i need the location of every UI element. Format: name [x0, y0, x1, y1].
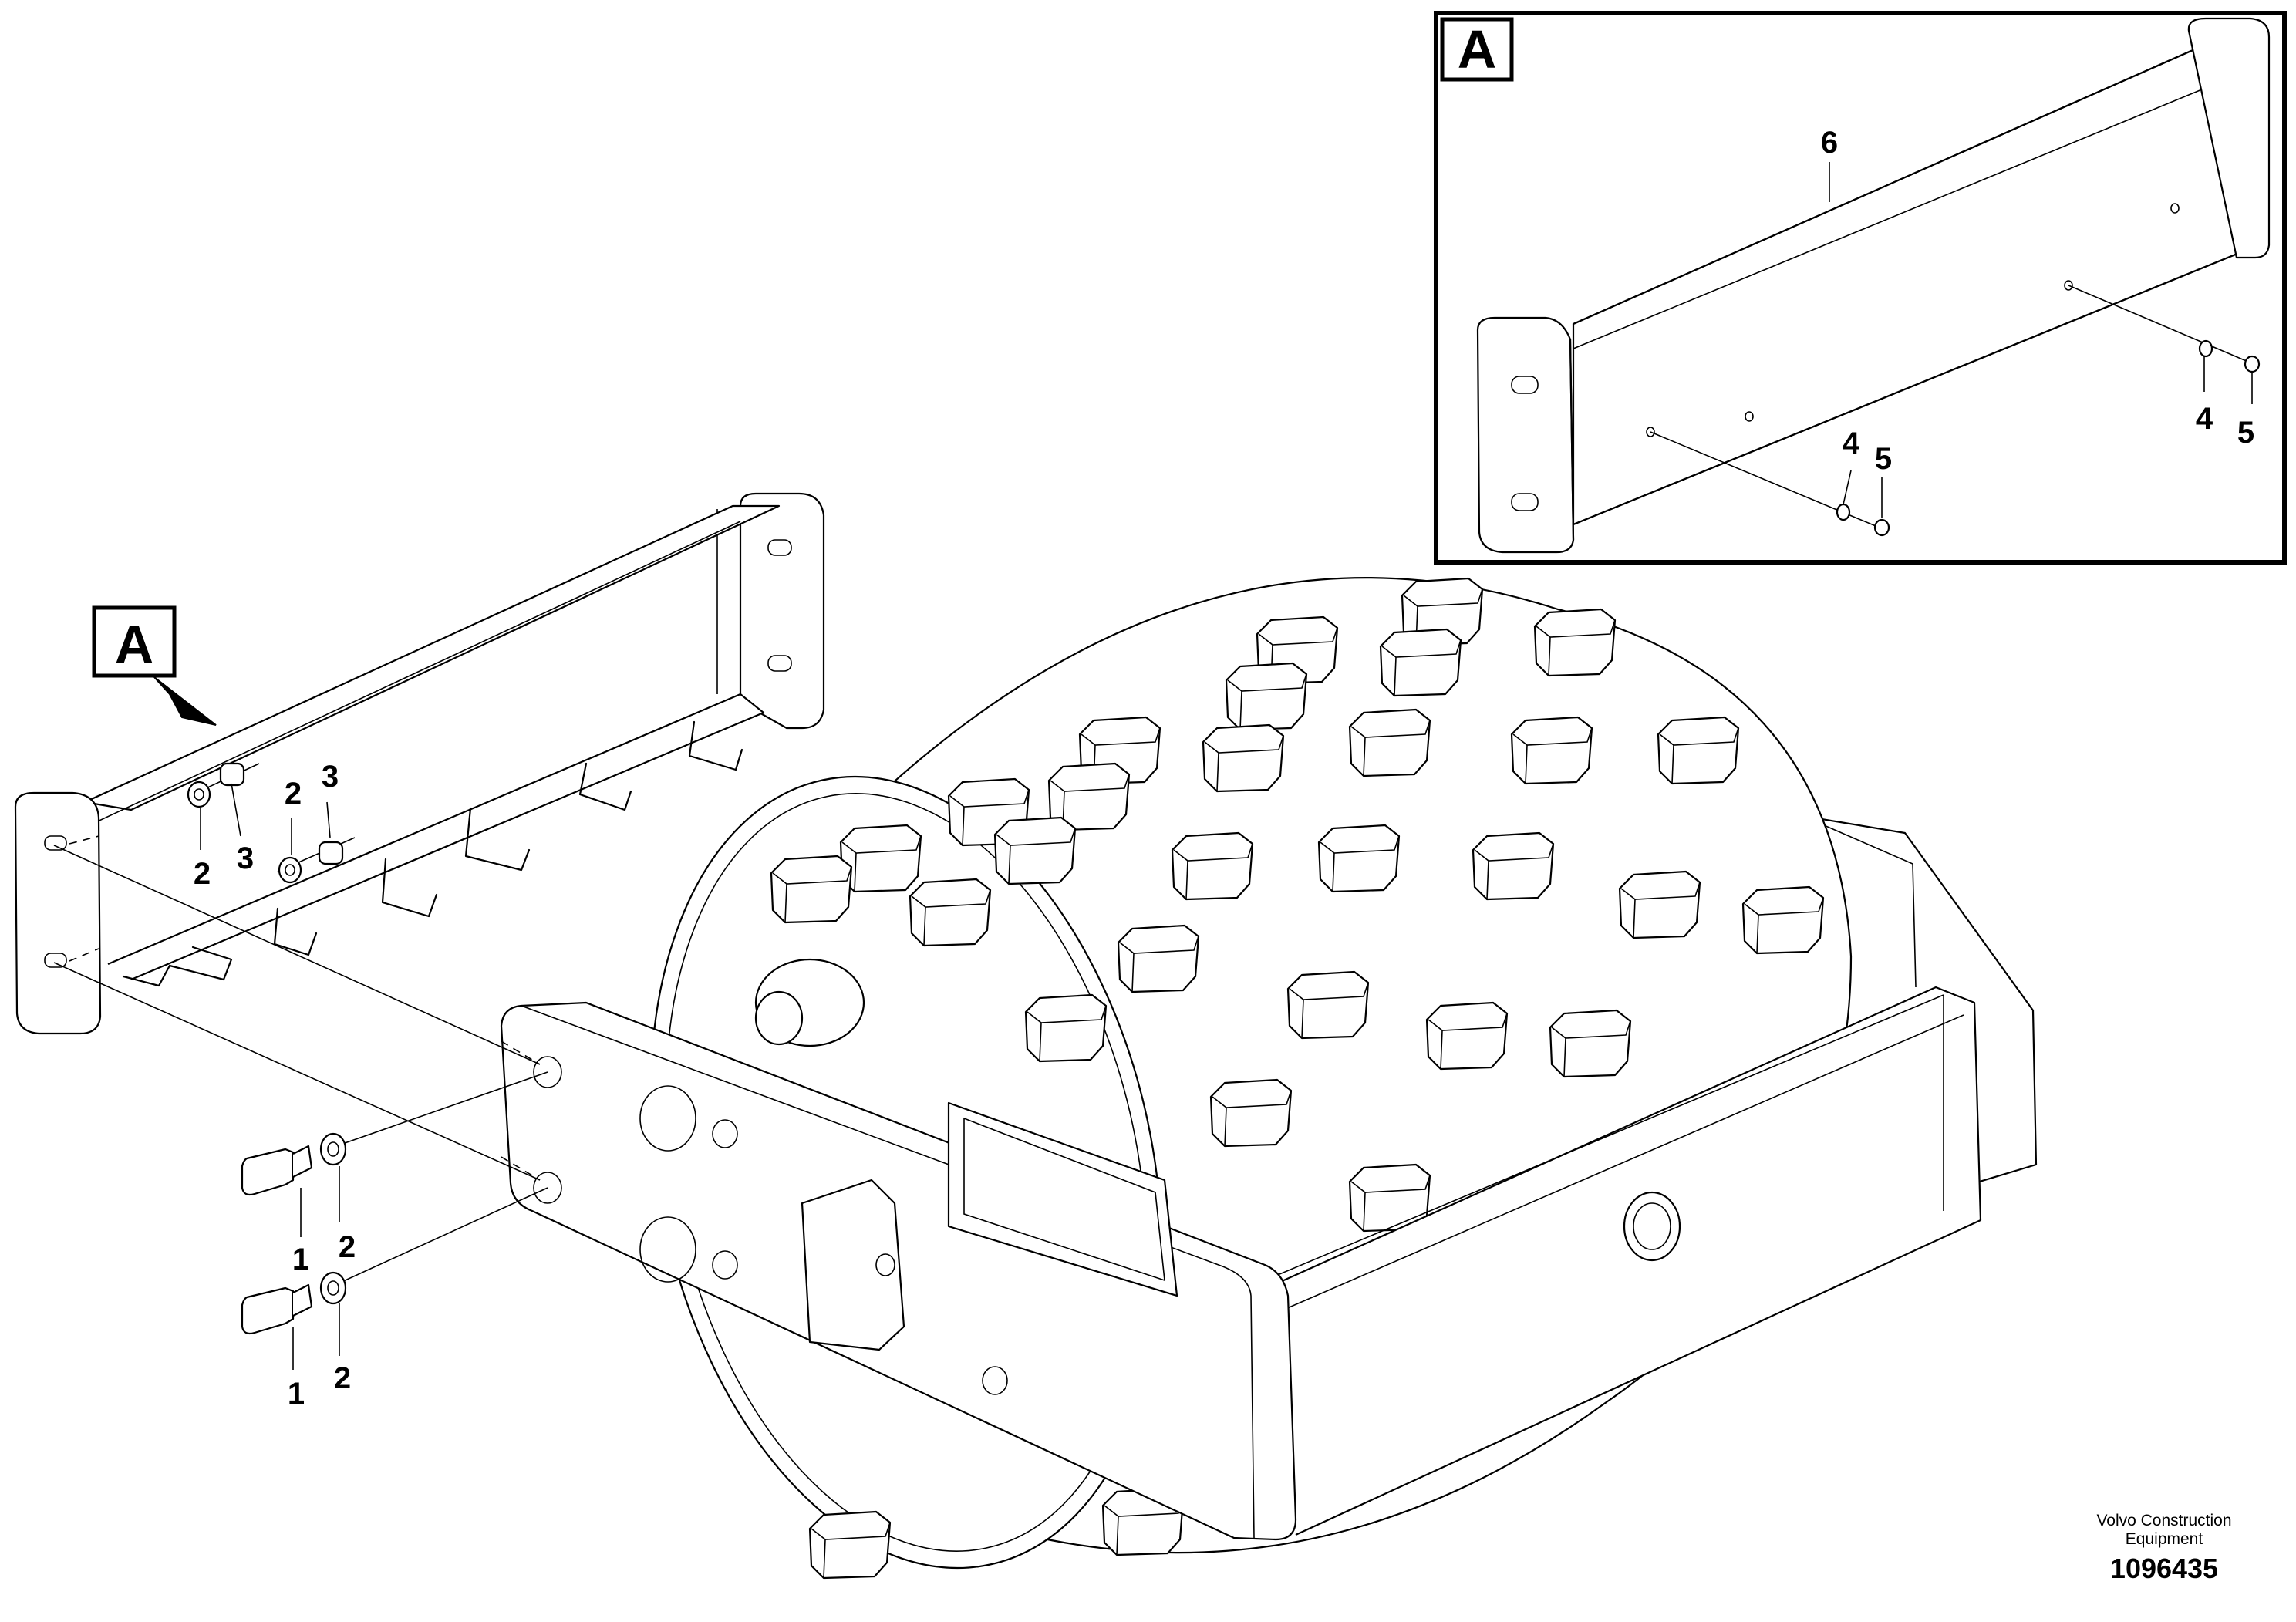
inset-beam	[1476, 17, 2271, 554]
callout-4: 4	[1843, 427, 1860, 460]
pad-icon	[1510, 716, 1593, 785]
pad-icon	[1209, 1078, 1293, 1148]
part-number: 1096435	[2110, 1553, 2218, 1584]
inset-nut	[1873, 518, 1890, 537]
callout-2: 2	[285, 777, 302, 811]
drum-frame	[500, 986, 1982, 1541]
nut	[219, 762, 245, 787]
callout-4: 4	[2196, 402, 2213, 436]
washer	[187, 781, 211, 808]
end-plate	[14, 791, 102, 1035]
pad-icon	[1472, 831, 1555, 901]
publisher-line-2: Equipment	[2126, 1530, 2203, 1548]
pad-icon	[1741, 885, 1825, 955]
pad-icon	[839, 824, 922, 893]
pad-icon	[1618, 870, 1701, 939]
pad-icon	[1533, 608, 1617, 677]
callout-2: 2	[334, 1361, 351, 1395]
inset-washer	[1836, 503, 1851, 521]
callout-2: 2	[339, 1230, 356, 1264]
bolt	[241, 1148, 295, 1196]
detail-pointer-text: A	[115, 615, 154, 675]
slot-hole	[1511, 493, 1539, 511]
inset-label-text: A	[1458, 19, 1497, 79]
pad-icon	[1348, 708, 1431, 777]
washer	[319, 1271, 347, 1305]
scraper-assembly: A	[14, 492, 825, 1181]
callout-2: 2	[194, 857, 211, 891]
callout-5: 5	[1875, 442, 1892, 476]
pad-icon	[808, 1510, 892, 1580]
callout-6: 6	[1821, 126, 1838, 160]
bolt	[241, 1286, 295, 1335]
detail-inset-a: A 6 4	[1434, 11, 2287, 565]
callout-1: 1	[288, 1377, 305, 1411]
end-plate	[739, 492, 825, 730]
pad-icon	[909, 878, 992, 947]
washer	[278, 856, 302, 884]
nut	[318, 841, 344, 865]
callout-5: 5	[2237, 416, 2254, 450]
pad-icon	[1171, 831, 1254, 901]
frame-port	[1623, 1191, 1681, 1262]
pad-icon	[1549, 1009, 1632, 1078]
pad-icon	[993, 816, 1077, 885]
pad-icon	[1117, 924, 1200, 993]
washer	[319, 1132, 347, 1166]
detail-pointer-box	[92, 605, 177, 678]
inset-label-box	[1440, 17, 1514, 82]
publisher-line-1: Volvo Construction	[2096, 1512, 2231, 1529]
fasteners	[200, 783, 548, 1370]
callout-3: 3	[237, 841, 254, 875]
pad-icon	[770, 855, 853, 924]
inset-washer	[2198, 339, 2213, 358]
pad-icon	[1202, 723, 1285, 793]
pad-icon	[1379, 628, 1462, 697]
pad-icon	[1657, 716, 1740, 785]
pad-icon	[1225, 662, 1308, 731]
callout-1: 1	[292, 1243, 309, 1276]
slot-hole	[1511, 376, 1539, 394]
pad-icon	[1317, 824, 1401, 893]
pad-icon	[1286, 970, 1370, 1040]
pad-icon	[1425, 1001, 1509, 1071]
callout-3: 3	[322, 760, 339, 794]
pad-icon	[1024, 993, 1108, 1063]
inset-nut	[2244, 355, 2261, 373]
